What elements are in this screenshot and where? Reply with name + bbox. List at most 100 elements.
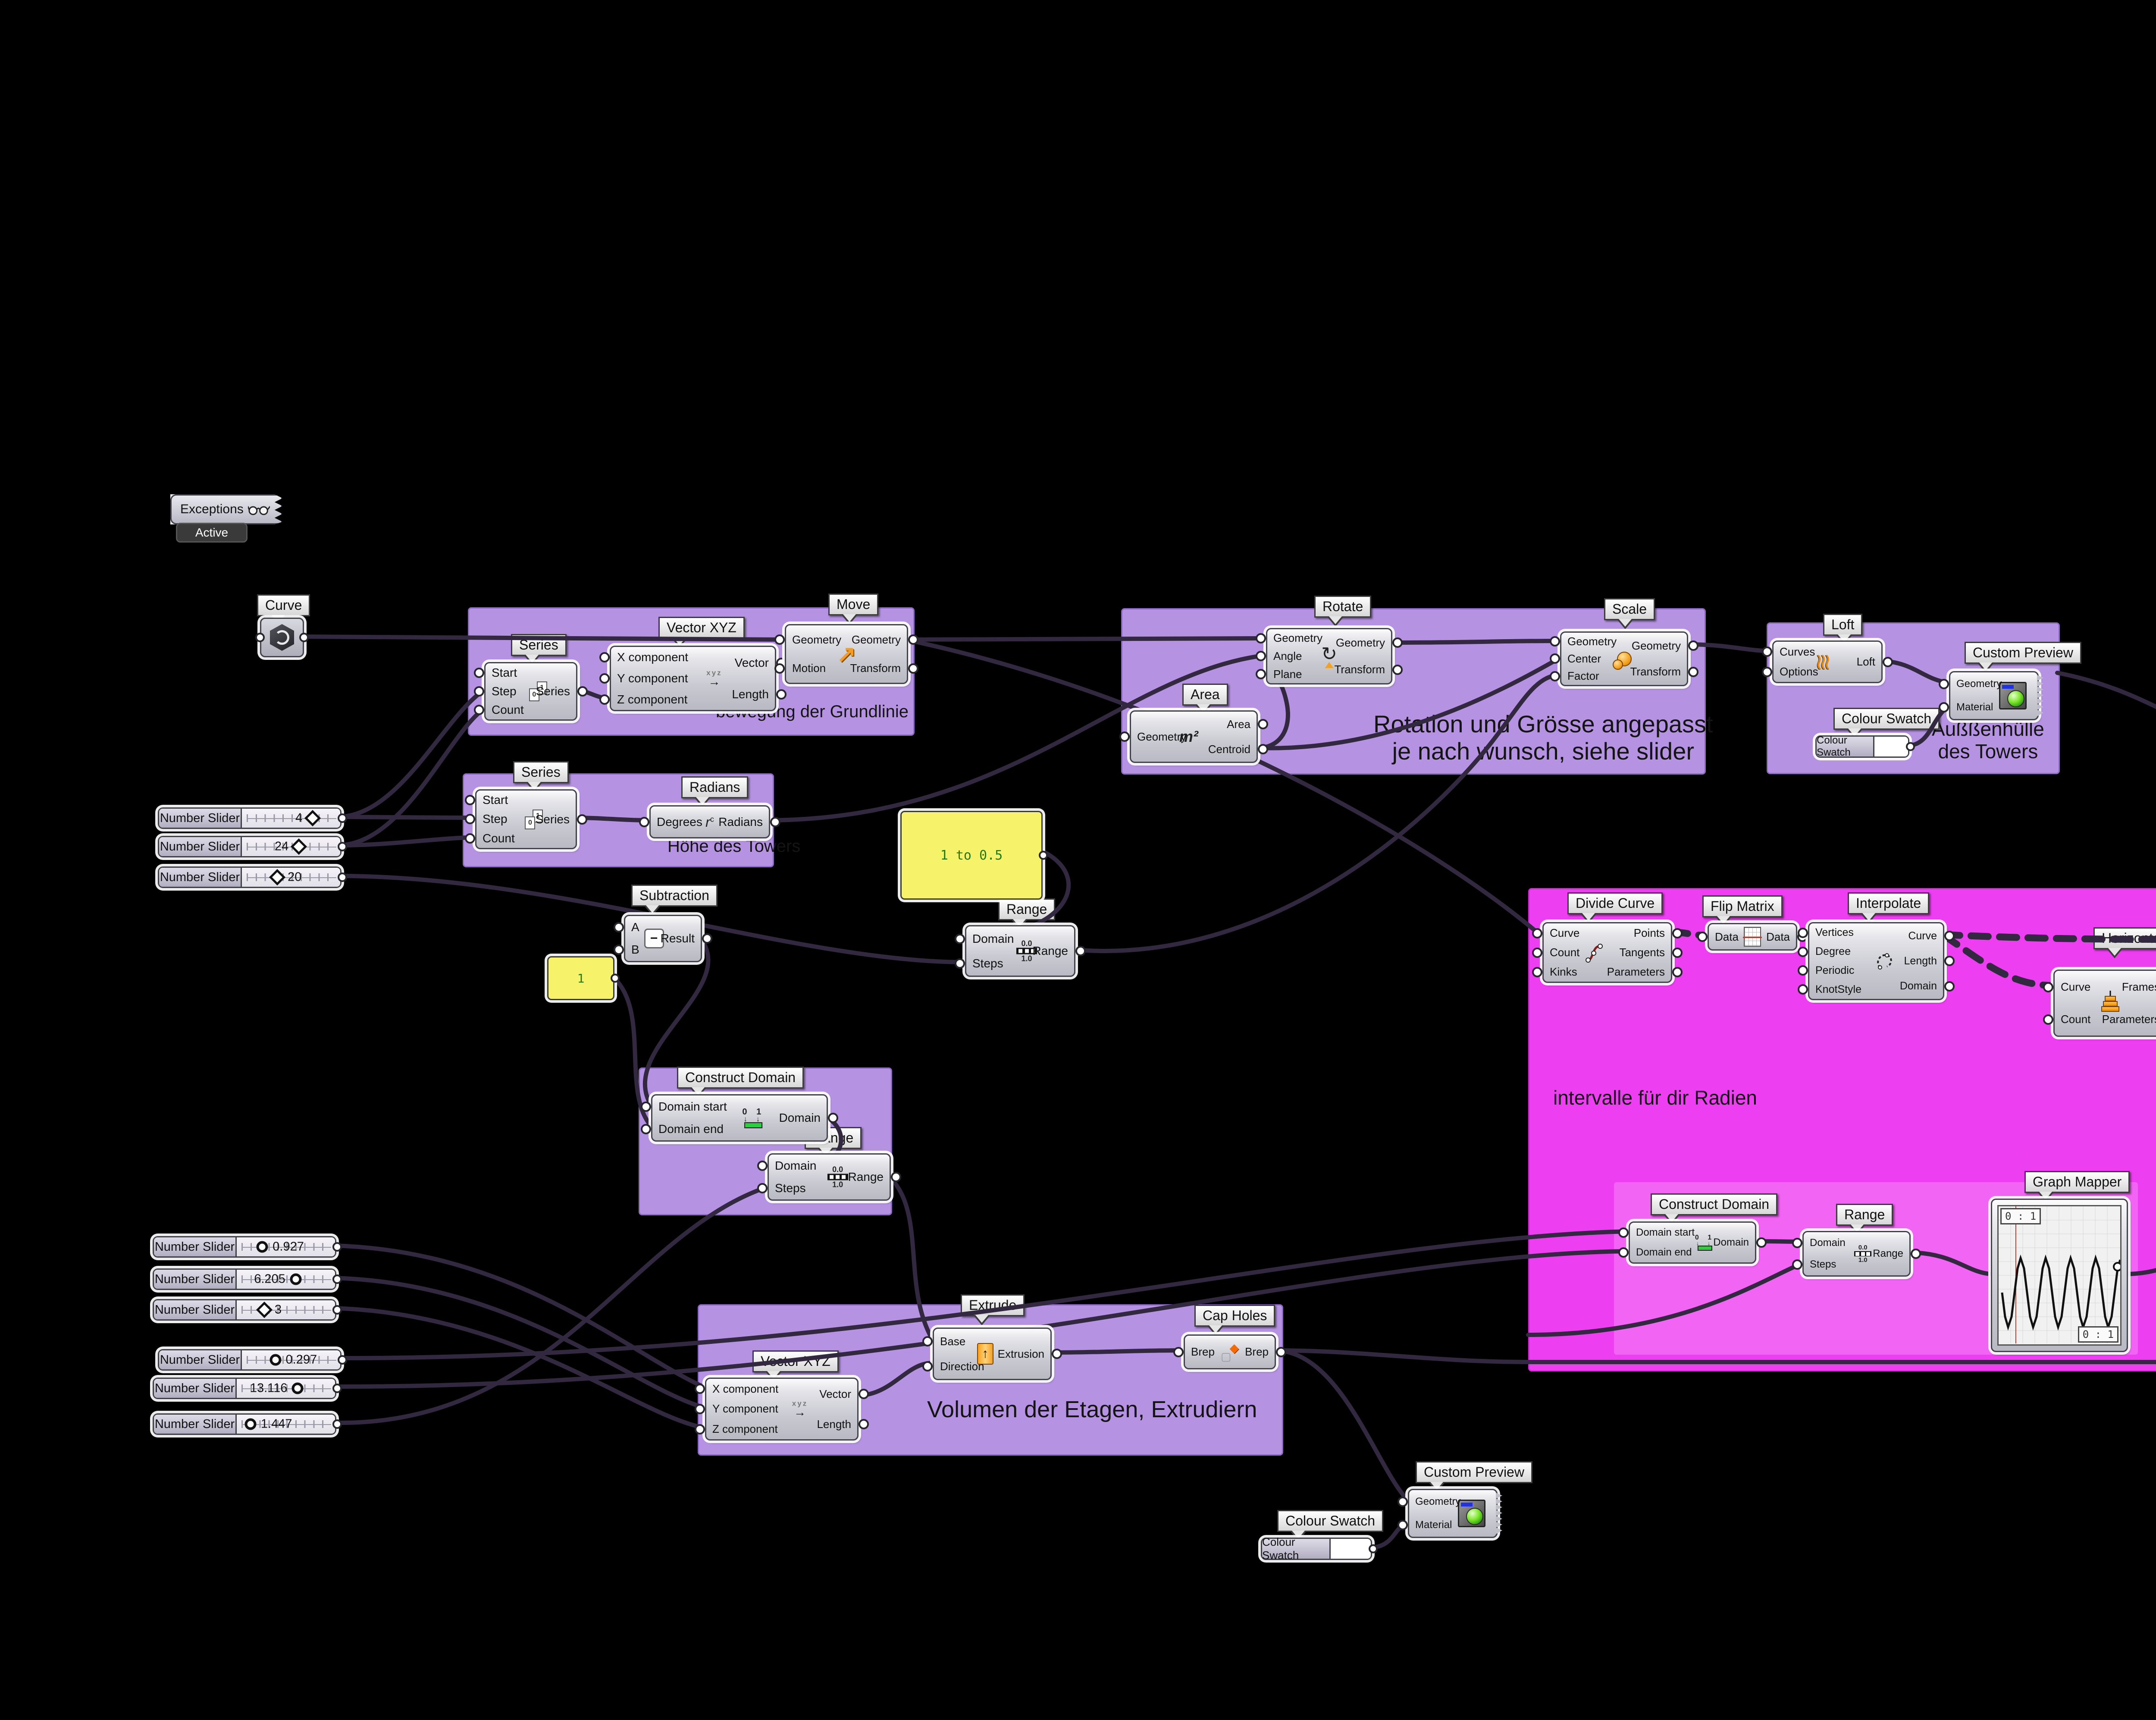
hframes-input-count[interactable]: Count [2061, 1013, 2091, 1026]
radians-output-radians[interactable]: Radians [718, 815, 763, 829]
cdomain1-input-end[interactable]: Domain end [658, 1122, 724, 1136]
capholes-output-brep[interactable]: Brep [1245, 1345, 1269, 1358]
number-slider-24[interactable]: Number Slider 24 [158, 836, 342, 857]
range3-output-range[interactable]: Range [848, 1170, 884, 1183]
swatch-color-well[interactable] [1331, 1539, 1371, 1559]
range1-input-steps[interactable]: Steps [972, 956, 1003, 970]
slider-track[interactable]: 4 [242, 809, 340, 828]
move-output-transform[interactable]: Transform [850, 662, 901, 675]
component-dividecurve[interactable]: Curve Count Kinks Points Tangents Parame… [1542, 922, 1672, 983]
dividecurve-input-count[interactable]: Count [1550, 946, 1580, 959]
dividecurve-input-kinks[interactable]: Kinks [1550, 965, 1577, 978]
slider-track[interactable]: 0.927 [237, 1237, 335, 1256]
slider-track[interactable]: 1.447 [237, 1415, 335, 1434]
range1-input-domain[interactable]: Domain [972, 932, 1014, 945]
vectorxyz1-output-length[interactable]: Length [732, 687, 769, 701]
interpolate-output-length[interactable]: Length [1904, 954, 1937, 967]
loft-output-loft[interactable]: Loft [1856, 655, 1875, 668]
scale-input-factor[interactable]: Factor [1567, 669, 1599, 683]
number-slider-1447[interactable]: Number Slider 1.447 [153, 1413, 336, 1435]
slider-track[interactable]: 13.116 [237, 1379, 335, 1398]
move-input-geometry[interactable]: Geometry [792, 633, 842, 646]
number-slider-13116[interactable]: Number Slider 13.116 [153, 1378, 336, 1399]
area-output-area[interactable]: Area [1227, 717, 1250, 731]
move-input-motion[interactable]: Motion [792, 662, 826, 675]
area-input-geometry[interactable]: Geometry [1137, 730, 1187, 743]
component-preview1[interactable]: Geometry Material [1949, 671, 2043, 720]
number-slider-0927[interactable]: Number Slider 0.927 [153, 1236, 336, 1258]
subtraction-output-result[interactable]: Result [660, 932, 695, 945]
series2-input-start[interactable]: Start [483, 793, 508, 807]
slider-handle[interactable] [244, 1418, 257, 1430]
hframes-output-frames[interactable]: Frames [2122, 980, 2156, 994]
graph-mapper-plot[interactable]: 0 : 1 0 : 1 [1997, 1205, 2122, 1346]
preview3-input-geometry[interactable]: Geometry [1415, 1496, 1461, 1507]
scale-input-center[interactable]: Center [1567, 652, 1601, 665]
series2-input-step[interactable]: Step [483, 812, 508, 826]
vectorxyz1-input-z[interactable]: Z component [617, 692, 688, 706]
cdomain2-input-start[interactable]: Domain start [1636, 1227, 1695, 1238]
component-cdomain2[interactable]: Domain start Domain end 0 1↓ ↓ Domain [1629, 1221, 1756, 1264]
series1-input-step[interactable]: Step [492, 684, 517, 698]
scale-input-geometry[interactable]: Geometry [1567, 634, 1617, 648]
exceptions-status[interactable]: Active [176, 523, 248, 543]
data-panel-one[interactable]: 1 [547, 956, 614, 1000]
number-slider-3[interactable]: Number Slider 3 [153, 1299, 336, 1321]
number-slider-4[interactable]: Number Slider 4 [158, 807, 342, 829]
component-swatch3[interactable]: Colour Swatch [1261, 1535, 1372, 1562]
slider-track[interactable]: 3 [237, 1300, 335, 1319]
range3-input-steps[interactable]: Steps [775, 1181, 806, 1195]
radians-input-degrees[interactable]: Degrees [657, 815, 702, 829]
dividecurve-output-parameters[interactable]: Parameters [1607, 965, 1665, 978]
component-extrude[interactable]: Base Direction ↑ Extrusion [933, 1328, 1052, 1380]
vectorxyz2-input-z[interactable]: Z component [712, 1422, 778, 1436]
cdomain1-output-domain[interactable]: Domain [779, 1111, 821, 1124]
curve-param[interactable] [260, 618, 304, 657]
vectorxyz2-output-length[interactable]: Length [817, 1417, 851, 1431]
preview1-input-material[interactable]: Material [1956, 701, 1993, 713]
scale-output-transform[interactable]: Transform [1630, 665, 1681, 678]
slider-handle[interactable] [291, 1382, 304, 1394]
cdomain2-output-domain[interactable]: Domain [1713, 1237, 1749, 1248]
number-slider-0297[interactable]: Number Slider 0.297 [158, 1349, 342, 1371]
flipmatrix-output-data[interactable]: Data [1766, 930, 1790, 943]
interpolate-input-periodic[interactable]: Periodic [1815, 964, 1855, 976]
component-area[interactable]: Geometry m² Area Centroid [1130, 710, 1258, 763]
interpolate-output-curve[interactable]: Curve [1908, 929, 1937, 942]
rotate-input-angle[interactable]: Angle [1273, 649, 1302, 662]
component-radians[interactable]: Degrees rc Radians [649, 805, 770, 838]
component-vectorxyz1[interactable]: X component Y component Z component xyz→… [610, 646, 776, 711]
move-output-geometry[interactable]: Geometry [851, 633, 901, 646]
component-flipmatrix[interactable]: Data Data [1708, 923, 1797, 951]
extrude-input-base[interactable]: Base [940, 1334, 966, 1348]
dividecurve-output-points[interactable]: Points [1633, 926, 1665, 939]
component-graphmapper[interactable]: 0 : 1 0 : 1 [1991, 1199, 2128, 1352]
hframes-input-curve[interactable]: Curve [2061, 980, 2091, 993]
subtraction-input-a[interactable]: A [631, 920, 639, 934]
series2-output-series[interactable]: Series [535, 812, 570, 826]
slider-track[interactable]: 24 [242, 837, 340, 856]
component-preview3[interactable]: Geometry Material [1408, 1489, 1502, 1538]
slider-handle[interactable] [290, 1273, 302, 1285]
slider-track[interactable]: 0.297 [242, 1350, 340, 1369]
component-subtraction[interactable]: A B − Result [624, 915, 702, 962]
slider-handle[interactable] [270, 1354, 282, 1366]
component-vectorxyz2[interactable]: X component Y component Z component xyz→… [705, 1378, 859, 1441]
preview1-input-geometry[interactable]: Geometry [1956, 678, 2002, 690]
range2-input-steps[interactable]: Steps [1810, 1259, 1836, 1270]
component-rotate[interactable]: Geometry Angle Plane ↻ Geometry Transfor… [1266, 628, 1392, 684]
component-move[interactable]: Geometry Motion ↗ Geometry Transform [785, 624, 908, 684]
series1-input-start[interactable]: Start [492, 665, 517, 679]
vectorxyz2-input-y[interactable]: Y component [712, 1402, 778, 1416]
number-slider-20[interactable]: Number Slider 20 [158, 866, 342, 888]
loft-input-curves[interactable]: Curves [1780, 645, 1815, 658]
slider-handle[interactable] [269, 869, 286, 886]
range2-input-domain[interactable]: Domain [1810, 1237, 1846, 1249]
area-output-centroid[interactable]: Centroid [1208, 742, 1250, 756]
hframes-output-parameters[interactable]: Parameters [2102, 1013, 2156, 1026]
range3-input-domain[interactable]: Domain [775, 1159, 817, 1172]
